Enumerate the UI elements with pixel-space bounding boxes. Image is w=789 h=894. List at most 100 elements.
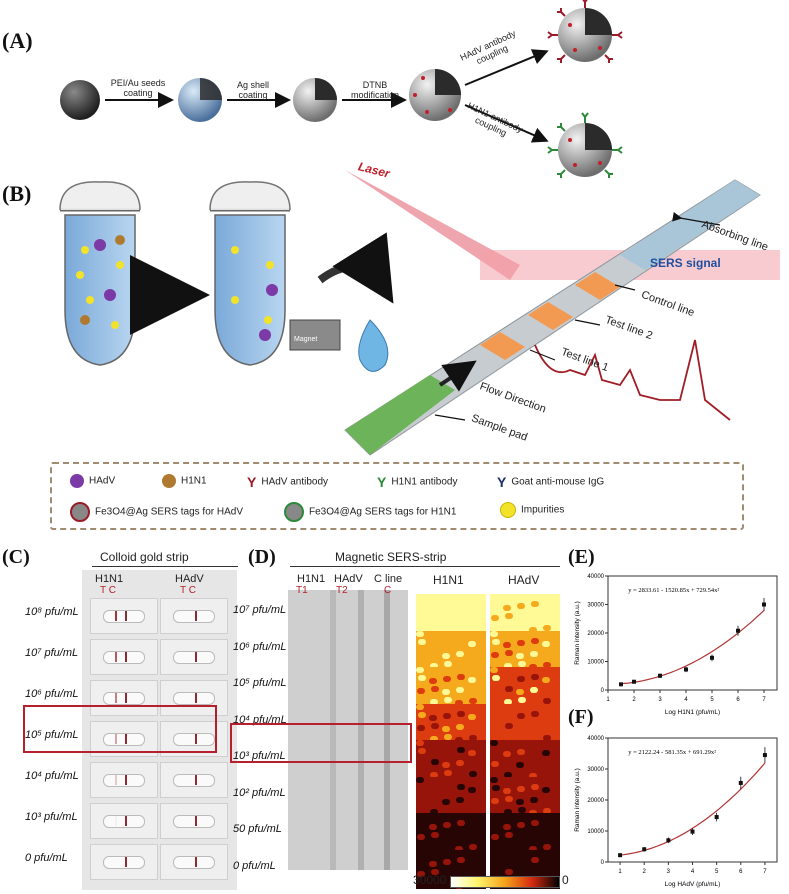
x-tick-label: 5 [710,697,714,703]
step-label-ag: Ag shell coating [236,80,270,100]
gold-strip-h1n1 [90,844,158,880]
y-tick-label: 0 [601,860,605,866]
sers-col-h1n1: H1N1 [297,573,326,585]
heatmap-h1n1 [416,813,486,852]
gold-strip-h1n1 [90,803,158,839]
heatmap-hadv [490,667,560,706]
h1n1-antibody-icon: Y [377,474,387,490]
impurities-icon [500,502,516,518]
gold-strip-h1n1 [90,762,158,798]
heatmap-h1n1 [416,594,486,633]
sers-col-hadv: HAdV [334,573,363,585]
gold-tc-hadv: T C [180,585,196,596]
x-tick-label: 2 [643,869,647,875]
plot-frame [607,737,778,863]
x-tick-label: 6 [739,869,743,875]
tube-before-magnet [59,181,141,366]
x-tick-label: 6 [736,697,740,703]
gold-row-label: 0 pfu/mL [25,852,68,864]
sers-highlight-box [230,723,412,763]
y-axis-label: Raman intensity (a.u.) [574,601,581,665]
data-point [736,628,740,633]
panel-d-title: Magnetic SERS-strip [335,550,447,564]
strip-diagram [59,170,780,456]
legend-tag-h1n1: Fe3O4@Ag SERS tags for H1N1 [284,502,456,522]
gold-row-label: 10³ pfu/mL [25,811,78,823]
heat-col-h1n1: H1N1 [433,573,464,587]
sers-c: C [384,585,392,596]
sers-row-label: 0 pfu/mL [233,859,276,872]
gold-strip-hadv [160,803,228,839]
data-point [642,847,647,852]
sers-col-cline: C line [374,573,403,585]
gold-row-label: 10⁵ pfu/mL [25,729,79,741]
fit-equation: y = 2833.61 - 1520.85x + 729.54x² [628,587,719,594]
panel-c-label: (C) [2,546,30,568]
gold-row-label: 10⁸ pfu/mL [25,606,79,618]
raman-spectrum [534,339,731,421]
x-tick-label: 1 [618,869,622,875]
control-line-band [575,272,620,300]
colorbar-min: 0 [562,873,569,887]
gold-col-h1n1: H1N1 [95,573,124,585]
heatmap-h1n1 [416,667,486,706]
y-tick-label: 20000 [587,631,604,637]
hadv-antibody-icon: Y [247,474,257,490]
arrow-4 [464,49,549,86]
data-point [618,853,623,858]
fit-curve [620,609,765,685]
sers-row-label: 10⁴ pfu/mL [233,713,287,726]
y-tick-label: 0 [601,688,605,694]
gold-row-label: 10⁷ pfu/mL [25,647,79,659]
sers-row-label: 10³ pfu/mL [233,750,286,762]
y-tick-label: 10000 [587,660,604,666]
collect-arrow [317,232,394,304]
test-line-2-band [528,302,573,330]
sers-row-label: 10⁵ pfu/mL [233,677,287,689]
heatmap-h1n1 [416,740,486,779]
data-point [666,838,671,843]
y-tick-label: 20000 [587,798,604,804]
data-point [619,682,623,687]
x-axis-label: Log HAdV (pfu/mL) [665,881,721,888]
y-tick-label: 40000 [587,736,604,742]
y-tick-label: 40000 [587,574,604,580]
gold-tc-h1n1: T C [100,585,116,596]
goat-igg-icon: Y [497,474,507,490]
x-tick-label: 7 [762,697,766,703]
data-point [762,753,767,758]
data-point [738,780,743,785]
x-tick-label: 4 [684,697,688,703]
sers-row-label: 10² pfu/mL [233,786,286,799]
heatmap-h1n1 [416,776,486,816]
step-label-dtnb: DTNB modification [350,80,400,100]
hadv-icon [70,474,84,488]
gold-highlight-box [23,705,217,753]
colorbar-max: 30000 [413,873,447,887]
sample-pad-region [345,375,455,455]
data-point [632,679,636,684]
sers-row-label: 10⁶ pfu/mL [233,640,287,653]
sers-t1: T1 [296,585,308,596]
panel-c-title: Colloid gold strip [100,550,189,564]
data-point [658,673,662,678]
data-point [690,829,695,834]
sers-row-label: 10⁷ pfu/mL [233,604,287,616]
x-axis-label: Log H1N1 (pfu/mL) [665,709,720,716]
heatmap-hadv [490,813,560,852]
heatmap-hadv [490,630,560,670]
x-tick-label: 3 [658,697,662,703]
y-tick-label: 30000 [587,603,604,609]
gold-strip-hadv [160,762,228,798]
legend-h1n1: H1N1 [162,474,207,488]
tag-hadv-icon [70,502,90,522]
x-tick-label: 1 [606,697,610,703]
gold-col-hadv: HAdV [175,573,204,585]
x-tick-label: 2 [632,697,636,703]
droplet [358,319,389,372]
